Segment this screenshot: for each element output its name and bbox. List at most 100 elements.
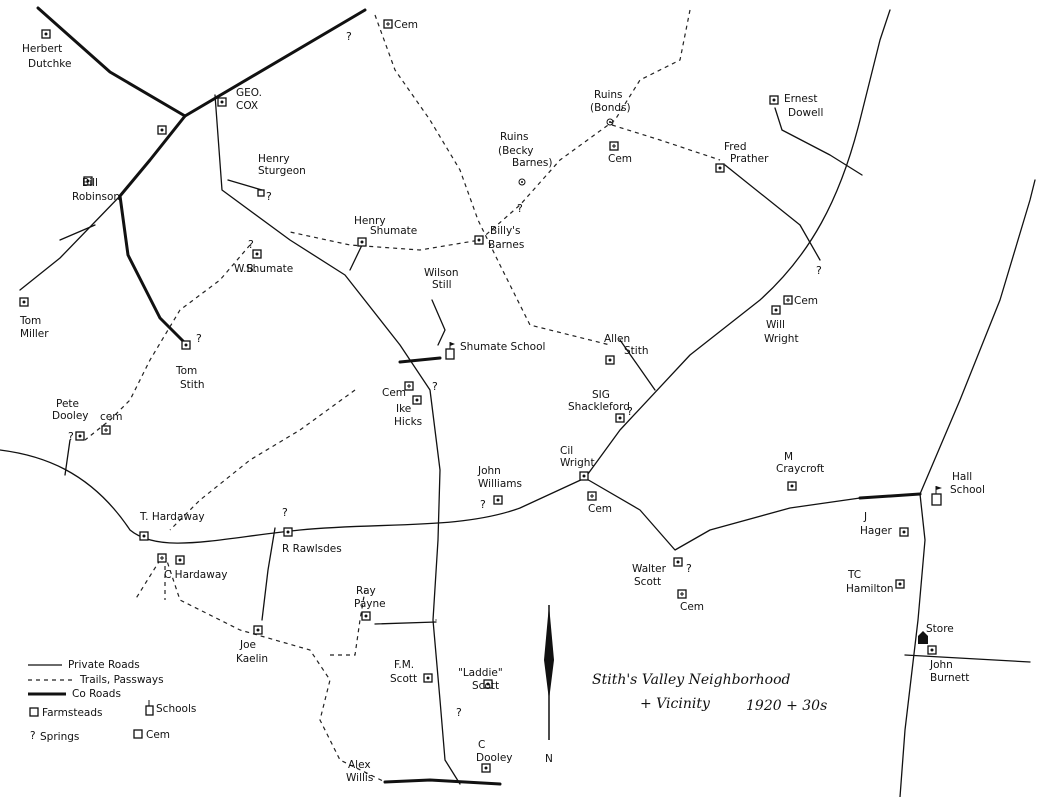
farmstead-laddie-scott [483,679,493,689]
spring-icon: ? [248,238,254,251]
cem-marker-chardaway [157,553,167,563]
spring-icon: ? [68,430,74,443]
cem-marker-top [383,19,393,29]
label-cem-top: Cem [394,19,418,31]
label-cem-ike: Cem [382,387,406,399]
farmstead-allen-stith [605,355,615,365]
springs: ? ? ? ? ? ? ? ? ? ? ? ? ? [68,30,822,719]
farmstead-r-rawlsdes [283,527,293,537]
farmstead-herbert-dutchke [41,29,51,39]
north-label: N [545,753,553,765]
label-r-rawlsdes: R Rawlsdes [282,543,342,555]
label-cem-small: cem [100,411,122,423]
cem-marker-walter [677,589,687,599]
farmstead-wb-shumate [252,249,262,259]
farmstead-bill-robinson [83,176,93,186]
title-line1: Stith's Valley Neighborhood [592,672,791,688]
farmstead-billy-barnes [474,235,484,245]
label-laddie-scott: "Laddie"Scott [458,667,503,692]
farmstead-t-hardaway [139,531,149,541]
farmstead-unnamed-1 [157,125,167,135]
spring-icon: ? [346,30,352,43]
farmstead-cil-wright [579,471,589,481]
label-c-hardaway: C Hardaway [164,569,227,581]
farmstead-geo-cox [217,97,227,107]
spring-icon: ? [196,332,202,345]
title-years: 1920 + 30s [746,698,827,714]
farmstead-c-hardaway [175,555,185,565]
legend-private-roads: Private Roads [68,659,140,671]
title-line2: + Vicinity [640,696,711,712]
cemeteries [101,19,793,599]
north-arrow: N [544,605,554,765]
farmstead-walter-scott [673,557,683,567]
legend-spring-icon: ? [30,730,36,742]
cem-marker-ike [404,381,414,391]
label-cem-ruins: Cem [608,153,632,165]
label-cem-will: Cem [794,295,818,307]
spring-icon: ? [816,264,822,277]
spring-icon: ? [480,498,486,511]
label-cem-walter: Cem [680,601,704,613]
legend: Private Roads Trails, Passways Co Roads … [28,659,196,743]
farmstead-tom-miller [19,297,29,307]
legend-trails: Trails, Passways [79,674,164,686]
label-t-hardaway: T. Hardaway [139,511,205,523]
spring-icon: ? [627,405,633,418]
legend-co-roads: Co Roads [72,688,121,700]
cem-marker-pete [101,425,111,435]
spring-icon: ? [266,190,272,203]
spring-icon: ? [456,706,462,719]
spring-icon: ? [282,506,288,519]
school-hall-icon [931,486,942,506]
farmstead-henry-shumate [357,237,367,247]
legend-cem: Cem [146,729,170,741]
spring-icon: ? [432,380,438,393]
label-wb-shumate: W.B.Shumate [234,263,293,275]
legend-springs: Springs [40,731,79,743]
label-store: Store [926,623,954,635]
cem-marker-will [783,295,793,305]
legend-schools: Schools [156,703,196,715]
farmstead-pete-dooley [75,431,85,441]
farmstead-tom-stith [181,340,191,350]
farmstead-sig-shackleford [615,413,625,423]
farmstead-fred-prather [715,163,725,173]
farmstead-tc-hamilton [895,579,905,589]
farmstead-henry-sturgeon [257,189,265,197]
legend-farmsteads: Farmsteads [42,707,103,719]
map-title: Stith's Valley Neighborhood + Vicinity 1… [592,672,827,714]
school-shumate-icon [445,342,455,360]
farmstead-ernest-dowell [769,95,779,105]
ruins-icon [518,178,526,186]
cem-marker-ruins [609,141,619,151]
ruins-markers [518,118,614,186]
trails [84,9,721,783]
farmsteads [19,29,937,773]
